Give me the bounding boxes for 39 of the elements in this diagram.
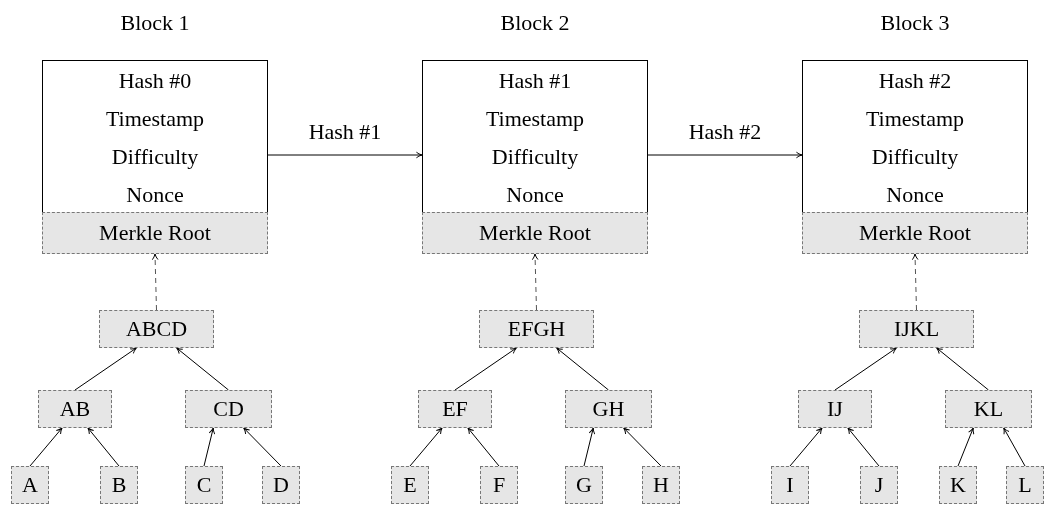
field-label: Hash #1 [498, 67, 572, 95]
hash-box: E [391, 466, 429, 504]
hash-box: F [480, 466, 518, 504]
field-label: Nonce [886, 181, 944, 209]
field-label: Difficulty [871, 143, 959, 171]
merkle-root-box: Merkle Root [42, 212, 268, 254]
hash-box: ABCD [99, 310, 214, 348]
merkle-root-box: Merkle Root [802, 212, 1028, 254]
hash-box: GH [565, 390, 652, 428]
hash-box: EF [418, 390, 492, 428]
hash-box: G [565, 466, 603, 504]
field-label: Hash #2 [878, 67, 952, 95]
hash-box: A [11, 466, 49, 504]
field-label: Nonce [126, 181, 184, 209]
hash-box: CD [185, 390, 272, 428]
field-label: Timestamp [105, 105, 205, 133]
block-title: Block 1 [120, 9, 190, 37]
hash-box: EFGH [479, 310, 594, 348]
hash-box: H [642, 466, 680, 504]
hash-box: L [1006, 466, 1044, 504]
field-label: Timestamp [865, 105, 965, 133]
block-title: Block 2 [500, 9, 570, 37]
hash-box: D [262, 466, 300, 504]
field-label: Timestamp [485, 105, 585, 133]
hash-box: K [939, 466, 977, 504]
hash-box: J [860, 466, 898, 504]
hash-box: KL [945, 390, 1032, 428]
block-title: Block 3 [880, 9, 950, 37]
hash-box: B [100, 466, 138, 504]
hash-box: AB [38, 390, 112, 428]
field-label: Nonce [506, 181, 564, 209]
hash-box: I [771, 466, 809, 504]
hash-box: IJKL [859, 310, 974, 348]
hash-box: C [185, 466, 223, 504]
field-label: Difficulty [111, 143, 199, 171]
field-label: Hash #0 [118, 67, 192, 95]
hash-box: IJ [798, 390, 872, 428]
field-label: Difficulty [491, 143, 579, 171]
merkle-root-box: Merkle Root [422, 212, 648, 254]
